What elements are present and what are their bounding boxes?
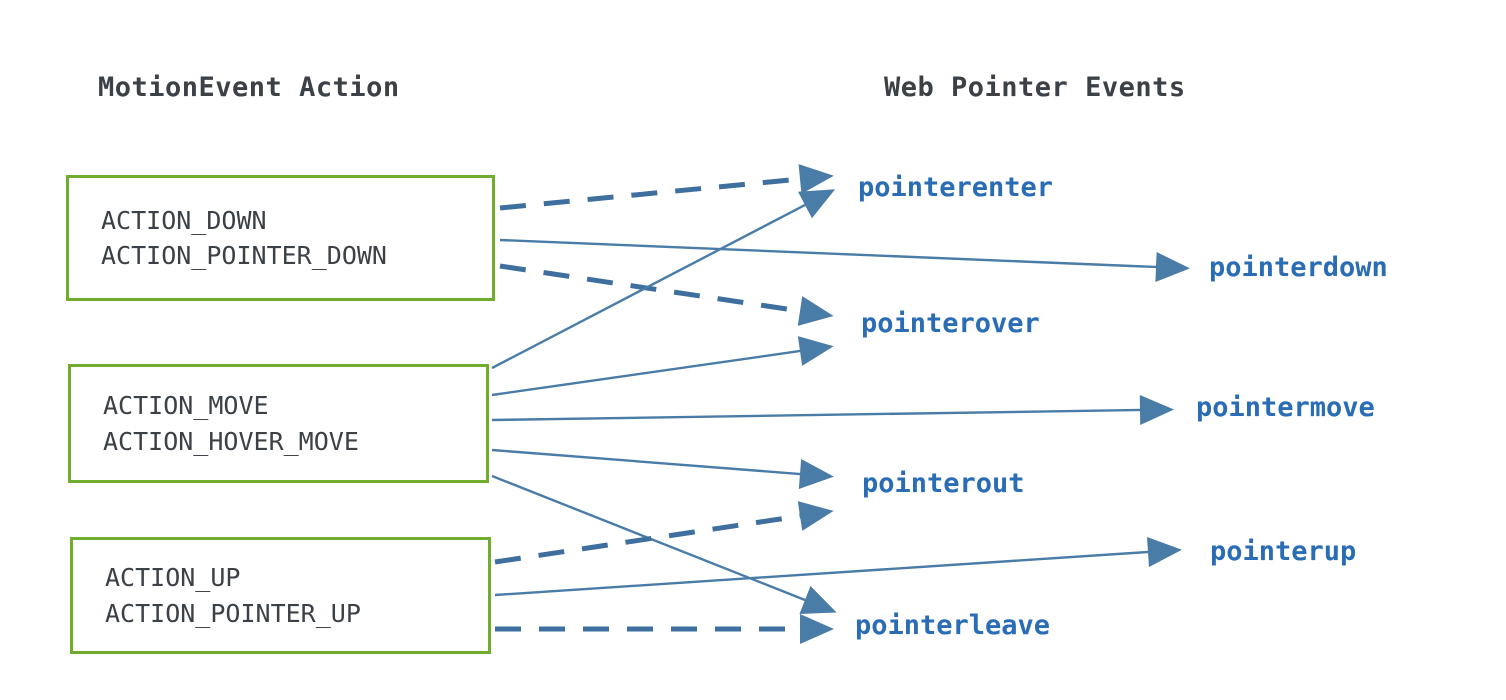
column-header-motionevent-label: MotionEvent Action	[98, 72, 400, 103]
connector-line	[499, 176, 803, 211]
arrowhead-icon	[800, 614, 834, 644]
connector-move-to-pointerenter	[491, 189, 836, 370]
event-label-pointerout[interactable]: pointerout	[862, 468, 1025, 499]
event-label-pointerenter[interactable]: pointerenter	[858, 172, 1054, 203]
connector-line	[491, 349, 803, 397]
action-box-move-line-2: ACTION_HOVER_MOVE	[103, 426, 359, 456]
column-header-webpointer: Web Pointer Events	[884, 72, 1186, 103]
event-label-pointermove[interactable]: pointermove	[1196, 392, 1375, 423]
connector-down-to-pointerover	[499, 263, 834, 326]
connector-line	[491, 408, 1143, 422]
connector-move-to-pointerleave	[491, 474, 837, 614]
arrowhead-icon	[1147, 537, 1182, 567]
connector-up-to-pointerleave	[495, 614, 834, 644]
connector-move-to-pointermove	[491, 395, 1174, 425]
arrowhead-icon	[797, 296, 834, 326]
connector-move-to-pointerover	[491, 336, 834, 397]
connector-line	[499, 263, 803, 314]
arrowhead-icon	[797, 501, 834, 531]
event-label-pointerdown[interactable]: pointerdown	[1209, 252, 1388, 283]
action-box-down[interactable]: ACTION_DOWN ACTION_POINTER_DOWN	[66, 175, 495, 301]
connector-up-to-pointerout	[494, 501, 834, 565]
action-box-up-line-2: ACTION_POINTER_UP	[105, 598, 361, 628]
event-label-pointerleave[interactable]: pointerleave	[855, 610, 1051, 641]
connector-line	[491, 448, 803, 476]
action-box-down-line-1: ACTION_DOWN	[101, 205, 267, 235]
arrowhead-icon	[798, 164, 834, 194]
event-label-pointerover[interactable]: pointerover	[861, 308, 1040, 339]
action-box-move-line-1: ACTION_MOVE	[103, 391, 269, 420]
action-box-down-line-2: ACTION_POINTER_DOWN	[101, 241, 387, 270]
connector-line	[491, 203, 808, 370]
connector-line	[494, 550, 1151, 597]
arrowhead-icon	[1155, 252, 1190, 282]
column-header-webpointer-label: Web Pointer Events	[884, 72, 1186, 103]
connector-down-to-pointerdown	[499, 238, 1190, 282]
connector-up-to-pointerup	[494, 537, 1182, 597]
connector-line	[499, 238, 1159, 269]
arrowhead-icon	[798, 459, 834, 489]
arrowhead-icon	[799, 586, 837, 614]
action-box-up[interactable]: ACTION_UP ACTION_POINTER_UP	[70, 537, 491, 654]
connector-down-to-pointerenter	[499, 164, 834, 211]
event-label-pointerup[interactable]: pointerup	[1210, 536, 1357, 567]
arrowhead-icon	[798, 189, 836, 219]
action-box-move[interactable]: ACTION_MOVE ACTION_HOVER_MOVE	[68, 364, 489, 483]
column-header-motionevent: MotionEvent Action	[98, 72, 400, 103]
arrowhead-icon	[1139, 395, 1174, 425]
arrowhead-icon	[797, 336, 834, 366]
connector-move-to-pointerout	[491, 448, 834, 489]
action-box-up-line-1: ACTION_UP	[105, 563, 241, 592]
connector-line	[494, 513, 803, 565]
